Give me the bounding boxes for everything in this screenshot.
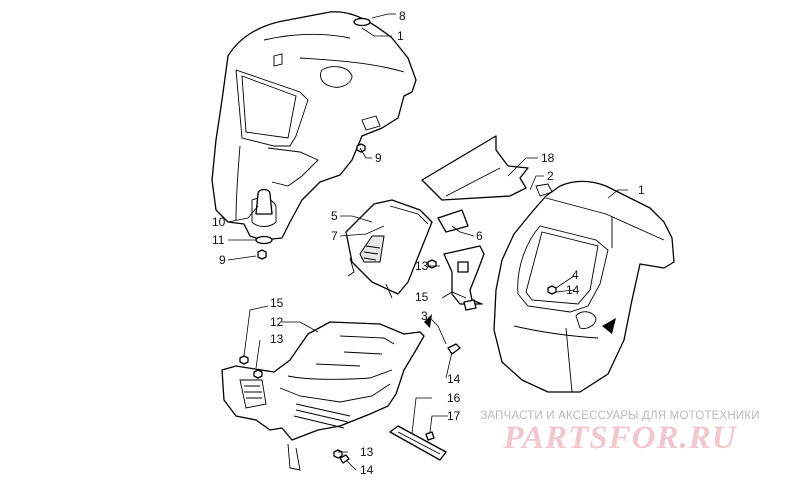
watermark-brand: PARTSFOR.RU bbox=[503, 420, 737, 456]
rail-part-16 bbox=[389, 425, 447, 461]
callout-labels: 8 1 9 10 11 9 18 2 1 5 7 6 13 15 4 14 3 … bbox=[212, 9, 645, 477]
callout-10: 10 bbox=[212, 215, 226, 229]
callout-13-bottom: 13 bbox=[360, 445, 374, 459]
callout-15-upper: 15 bbox=[415, 290, 429, 304]
callout-14-rear: 14 bbox=[566, 283, 580, 297]
arrow-marker-footwell bbox=[424, 314, 432, 328]
callout-11: 11 bbox=[212, 233, 225, 247]
decal-part-6 bbox=[437, 209, 469, 233]
bracket-part-3 bbox=[443, 245, 485, 305]
clip-part-15-lower bbox=[463, 299, 477, 311]
callout-1-rear-fender: 1 bbox=[638, 183, 645, 197]
callout-1-front-fender: 1 bbox=[397, 29, 404, 43]
splash-panel-part-18 bbox=[421, 135, 529, 201]
callout-5: 5 bbox=[331, 209, 338, 223]
nut-part-9-lower bbox=[257, 249, 267, 260]
watermark: ЗАПЧАСТИ И АКСЕССУАРЫ ДЛЯ МОТОТЕХНИКИ PA… bbox=[450, 410, 790, 457]
clip-part-15-upper bbox=[457, 261, 469, 273]
callout-18: 18 bbox=[541, 151, 555, 165]
callout-14-bottom: 14 bbox=[360, 463, 374, 477]
callout-17: 17 bbox=[447, 409, 461, 423]
watermark-tagline: ЗАПЧАСТИ И АКСЕССУАРЫ ДЛЯ МОТОТЕХНИКИ bbox=[480, 410, 760, 422]
callout-14-footwell: 14 bbox=[447, 372, 461, 386]
screw-part-14-footwell bbox=[447, 343, 461, 355]
nut-part-4 bbox=[547, 285, 557, 295]
front-fender-part-1 bbox=[211, 11, 417, 241]
callout-4: 4 bbox=[572, 268, 579, 282]
callout-15-footwell: 15 bbox=[270, 296, 284, 310]
callout-16: 16 bbox=[447, 391, 461, 405]
callout-12: 12 bbox=[270, 315, 284, 329]
storage-lid-part-5 bbox=[345, 199, 433, 299]
bumper-part-10 bbox=[255, 188, 273, 215]
nut-part-13-bottom bbox=[333, 449, 343, 459]
clip-part-15-footwell bbox=[239, 355, 249, 365]
leader-lines bbox=[227, 13, 628, 471]
callout-2: 2 bbox=[547, 169, 554, 183]
callout-9-lower: 9 bbox=[219, 253, 226, 267]
nut-part-13-upper bbox=[427, 259, 437, 269]
callout-13-upper: 13 bbox=[415, 259, 429, 273]
arrow-marker-rear bbox=[602, 318, 616, 334]
callout-7: 7 bbox=[331, 229, 338, 243]
callout-3: 3 bbox=[421, 309, 428, 323]
rear-fender-part-1 bbox=[493, 180, 675, 393]
callout-6: 6 bbox=[476, 229, 483, 243]
screw-part-14-bottom bbox=[339, 454, 350, 464]
nut-part-9-upper bbox=[356, 143, 366, 153]
callout-8: 8 bbox=[399, 9, 406, 23]
footwell-part-12 bbox=[221, 321, 425, 471]
callout-13-footwell: 13 bbox=[270, 332, 284, 346]
washer-part-11 bbox=[255, 235, 273, 245]
callout-9-upper: 9 bbox=[375, 151, 382, 165]
plug-part-8 bbox=[353, 17, 371, 27]
nut-part-13-footwell bbox=[253, 369, 263, 379]
screw-part-17 bbox=[425, 431, 435, 441]
